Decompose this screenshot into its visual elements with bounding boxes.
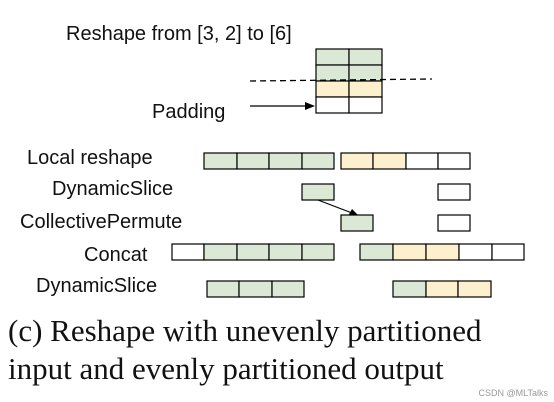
block: [425, 243, 460, 261]
row-label-dynamic-slice-2: DynamicSlice: [36, 275, 157, 297]
block: [392, 280, 427, 298]
block: [457, 280, 492, 298]
block: [437, 152, 471, 170]
padding-cell: [315, 96, 350, 114]
dynamic-slice-final-blocks: [206, 280, 492, 298]
block: [206, 280, 240, 298]
tensor-cell: [348, 48, 383, 66]
block: [372, 152, 407, 170]
block: [437, 214, 471, 232]
block: [301, 243, 335, 261]
block: [268, 152, 303, 170]
tensor-cell: [348, 80, 383, 98]
block: [268, 243, 303, 261]
block: [359, 243, 394, 261]
block: [437, 183, 471, 201]
block: [340, 152, 374, 170]
watermark: CSDN @MLTalks: [478, 388, 548, 398]
permute-arrow: [317, 199, 353, 214]
diagram-title: Reshape from [3, 2] to [6]: [66, 23, 292, 45]
tensor-cell: [315, 80, 350, 98]
tensor-cell: [315, 64, 350, 82]
block: [203, 152, 238, 170]
row-label-dynamic-slice: DynamicSlice: [52, 178, 173, 200]
row-label-collective-permute: CollectivePermute: [20, 211, 182, 233]
block: [236, 243, 270, 261]
block: [340, 214, 374, 232]
collective-permute-blocks: [340, 214, 471, 232]
block: [301, 183, 335, 201]
row-label-local-reshape: Local reshape: [27, 147, 153, 169]
block: [203, 243, 238, 261]
block: [458, 243, 493, 261]
tensor-cell: [315, 48, 350, 66]
dynamic-slice-blocks: [301, 183, 471, 201]
block: [171, 243, 205, 261]
arrow-head-icon: [305, 102, 315, 110]
padding-cell: [348, 96, 383, 114]
arrow-head-icon: [348, 209, 359, 216]
block: [405, 152, 439, 170]
block: [425, 280, 459, 298]
partition-dashed-line: [249, 78, 433, 82]
caption-line-1: (c) Reshape with unevenly partitioned: [8, 313, 482, 348]
caption-line-2: input and evenly partitioned output: [8, 351, 444, 386]
block: [271, 280, 305, 298]
input-tensor: [315, 48, 383, 114]
block: [236, 152, 270, 170]
block: [301, 152, 335, 170]
block: [392, 243, 427, 261]
row-label-concat: Concat: [84, 244, 148, 266]
figure-caption: (c) Reshape with unevenly partitioned in…: [8, 312, 548, 388]
concat-blocks: [171, 243, 525, 261]
block: [491, 243, 525, 261]
block: [238, 280, 273, 298]
local-reshape-blocks: [203, 152, 471, 170]
padding-label: Padding: [152, 101, 225, 123]
tensor-cell: [348, 64, 383, 82]
